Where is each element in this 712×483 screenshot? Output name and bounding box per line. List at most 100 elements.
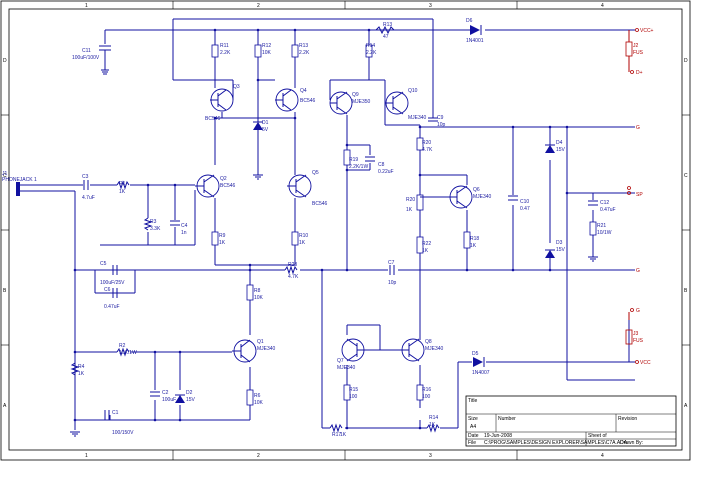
capacitor-c12: C12 0.47uF [588,200,616,213]
resistor-r14-bottom: R14 1K [426,415,440,433]
r9-value: 1K [219,240,226,246]
resistor-r11: R11 2.2K [211,43,231,58]
c8-label: C8 [378,162,385,168]
r12-value: 10K [262,50,272,56]
ground-symbol [70,431,80,437]
zener-d1: D1 5V [253,120,269,180]
r4-label: R4 [78,364,85,370]
diode-d5: D5 1N4007 [472,351,490,376]
r3-value: 3.3K [150,226,161,232]
resistor-r21: R21 10/1W [588,221,612,262]
col-label: 3 [429,453,432,459]
r8-label: R8 [254,288,261,294]
ground-label-4: G [636,308,640,314]
resistor-r13b: R13 2.2K [291,43,310,58]
r21-label: R21 [597,223,606,229]
c1-value: 100/150V [112,430,134,436]
capacitor-c10: C10 0.47 [508,195,530,212]
c10-value: 0.47 [520,206,530,212]
j2-value: FUS [633,50,644,56]
q4-label: Q4 [300,88,307,94]
row-label: D [684,58,688,64]
r23-value: 4.7K [288,274,299,280]
r2-label: R2 [119,343,126,349]
capacitor-c7: C7 10p [388,260,397,286]
r21-value: 10/1W [597,230,612,236]
c7-label: C7 [388,260,395,266]
resistor-r8: R8 10K [246,284,264,301]
diode-d6: D6 1N4001 [466,18,484,44]
d5-value: 1N4007 [472,370,490,376]
r13-label: R13 [383,22,392,28]
resistor-r3: R3 3.3K [143,217,161,232]
capacitor-c4: C4 1n [170,220,188,236]
r17-value: 1K [340,432,347,438]
transistor-q4: Q4 BC546 [275,88,316,112]
resistor-r20b: R20 1K [406,194,424,213]
date-label: Date [468,433,479,439]
row-label: C [684,173,688,179]
row-label: C [3,173,7,179]
c9-value: 10p [437,122,446,128]
transistor-q3: Q3 BC546 [205,80,240,122]
size-value: A4 [470,424,476,430]
c11-value: 100uF/100V [72,55,100,61]
q10-label: Q10 [408,88,418,94]
q8-label: Q8 [425,339,432,345]
resistor-r1: R1 1K [116,180,130,195]
row-label: B [684,288,688,294]
q9-value: MJE350 [352,99,371,105]
c6-value: 0.47uF [104,304,120,310]
sheet-frame: 1 2 3 4 1 2 3 4 D C B A D C B A [0,0,691,461]
dplus-label: D+ [636,70,643,76]
c5-label: C5 [100,261,107,267]
r10-label: R10 [299,233,308,239]
q1-value: MJE340 [257,346,276,352]
j3-value: FUS [633,338,644,344]
wires [20,18,635,430]
phone-jack: J1 PHONEJACK 1 [2,171,37,196]
q10-value: MJE340 [408,115,427,121]
r6-value: 10K [254,400,264,406]
zener-d2: D2 15V [175,390,196,403]
r17-label: R17 [332,432,341,438]
resistor-r20: R20 4.7K [416,137,433,153]
q9-label: Q9 [352,92,359,98]
r20-value: 4.7K [422,147,433,153]
r16-label: R16 [422,387,431,393]
fuse-j2: J2 FUS D+ [625,30,644,76]
r3-label: R3 [150,219,157,225]
c4-value: 1n [181,230,187,236]
c5-value: 100uF/25V [100,280,125,286]
resistor-r19: R19 2.2K/1W [343,149,368,170]
c4-label: C4 [181,223,188,229]
c3-label: C3 [82,174,89,180]
c2-value: 100uF [162,397,176,403]
transistor-q6: Q6 MJE340 [449,185,492,209]
r11-label: R11 [220,43,229,49]
resistor-r17: R17 1K [329,423,347,438]
col-label: 1 [85,3,88,9]
speaker-label: SP [636,192,643,198]
col-label: 4 [601,3,604,9]
revision-label: Revision [618,416,637,422]
row-label: A [3,403,7,409]
r19-label: R19 [349,157,358,163]
c11-label: C11 [82,48,91,54]
r14b-label: R14 [429,415,438,421]
col-label: 2 [257,453,260,459]
zener-d4: D4 15V [545,140,566,153]
d6-value: 1N4001 [466,38,484,44]
r20-label: R20 [422,140,431,146]
r4-value: 1K [78,371,85,377]
r16-value: 100 [422,394,431,400]
components: C11 100uF/100V R13 47 D6 1N4001 VCC+ R11… [2,18,654,438]
r13-value: 47 [383,34,389,40]
junctions [73,28,569,430]
r1-label: R1 [119,181,126,187]
q7-value: MJE340 [337,365,356,371]
d2-label: D2 [186,390,193,396]
q7-label: Q7 [337,358,344,364]
q2-value: BC546 [220,183,236,189]
d3-label: D3 [556,240,563,246]
